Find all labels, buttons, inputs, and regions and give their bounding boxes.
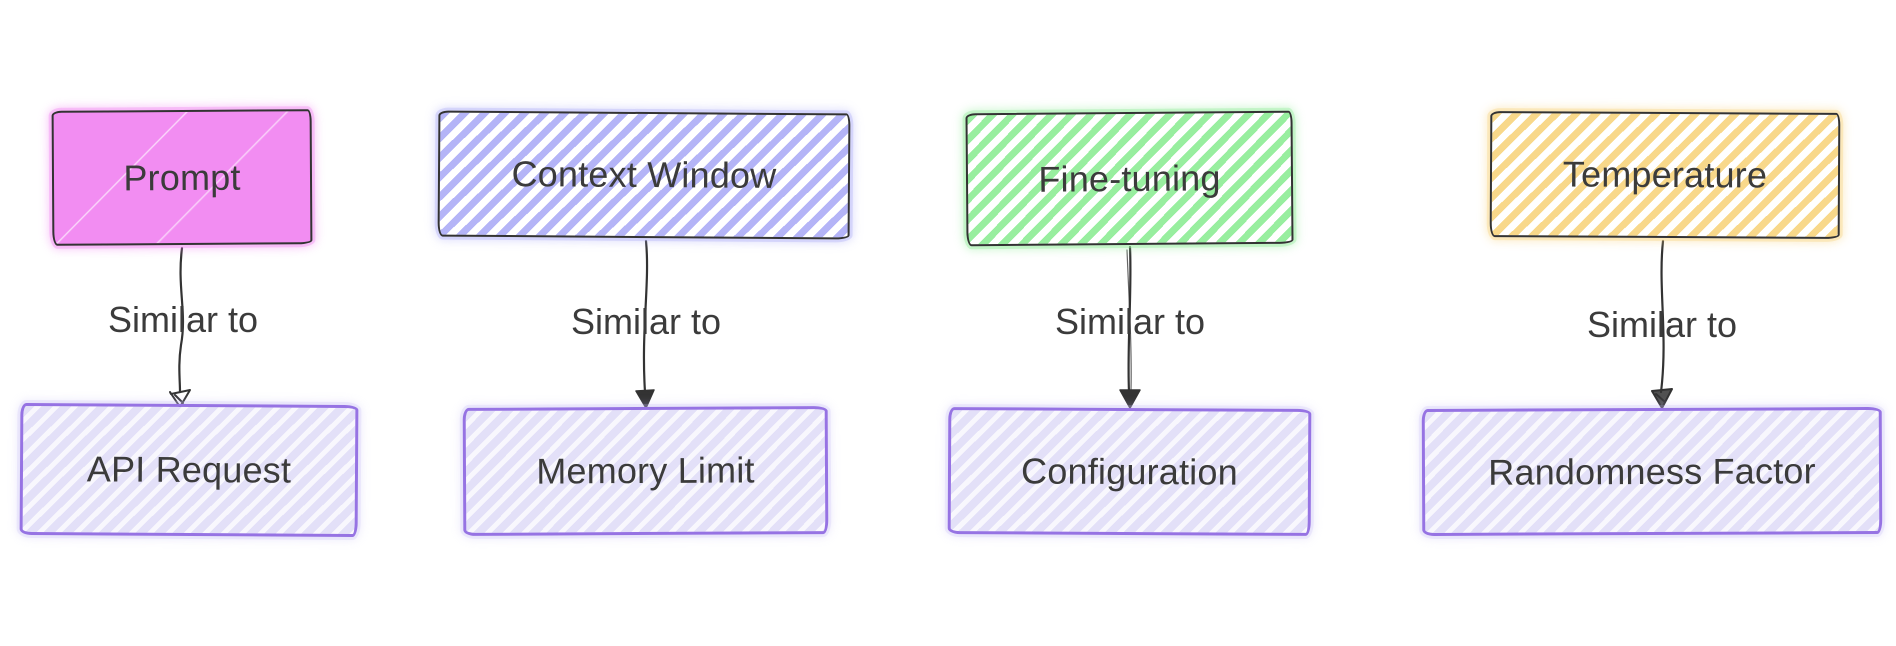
node-label: Fine-tuning: [1038, 156, 1221, 200]
node-temperature: Temperature: [1489, 111, 1841, 239]
node-api-request: API Request: [19, 402, 359, 538]
node-label: Prompt: [123, 156, 241, 198]
arrow-head: [1651, 388, 1673, 409]
node-label: Temperature: [1562, 153, 1768, 196]
node-randomness-factor: Randomness Factor: [1421, 406, 1883, 537]
node-prompt: Prompt: [51, 109, 313, 246]
node-fine-tuning: Fine-tuning: [965, 110, 1294, 247]
node-label: Memory Limit: [536, 449, 755, 492]
edge-label-similar-to: Similar to: [107, 299, 259, 340]
node-memory-limit: Memory Limit: [462, 406, 829, 536]
node-label: Context Window: [511, 153, 777, 196]
node-label: API Request: [86, 448, 292, 491]
node-context-window: Context Window: [437, 110, 851, 240]
node-configuration: Configuration: [947, 407, 1312, 536]
edge-label-similar-to: Similar to: [1054, 301, 1206, 342]
edge-label-similar-to: Similar to: [570, 301, 722, 342]
arrow-head: [1119, 389, 1141, 409]
node-label: Configuration: [1021, 449, 1238, 493]
arrow-head: [635, 389, 655, 409]
node-label: Randomness Factor: [1488, 449, 1816, 493]
edge-label-similar-to: Similar to: [1586, 304, 1738, 345]
